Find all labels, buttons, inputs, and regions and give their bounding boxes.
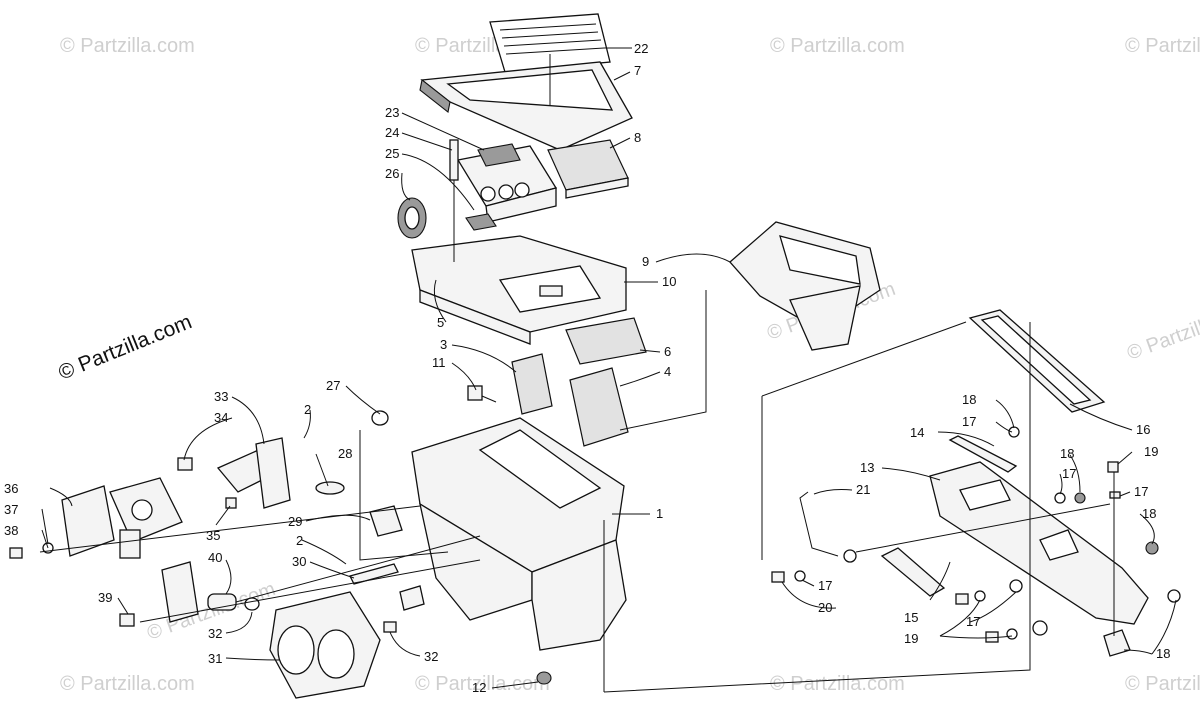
part-17-washer xyxy=(1008,426,1020,438)
part-carburetor xyxy=(109,477,183,559)
watermark: © Partzilla.com xyxy=(1124,298,1200,365)
callout-31: 31 xyxy=(208,651,222,666)
part-39-bolt xyxy=(119,561,199,627)
part-33-bracket xyxy=(177,437,291,509)
callout-18-c: 18 xyxy=(1142,506,1156,521)
part-29-clip xyxy=(369,505,403,537)
callout-17-c: 17 xyxy=(1134,484,1148,499)
part-27-washer xyxy=(371,410,389,426)
callout-4: 4 xyxy=(664,364,671,379)
part-40-spacer xyxy=(207,593,237,611)
callout-23: 23 xyxy=(385,105,399,120)
watermark: © Partzilla.com xyxy=(1125,673,1200,695)
part-14-rod xyxy=(948,435,1018,473)
callout-37: 37 xyxy=(4,502,18,517)
callout-35: 35 xyxy=(206,528,220,543)
callout-20: 20 xyxy=(818,600,832,615)
callout-17-d: 17 xyxy=(818,578,832,593)
part-32-plug-lower xyxy=(383,621,397,633)
callout-17-e: 17 xyxy=(966,614,980,629)
part-36-shield xyxy=(9,485,115,559)
callout-40: 40 xyxy=(208,550,222,565)
part-6-foam xyxy=(565,317,647,365)
callout-16: 16 xyxy=(1136,422,1150,437)
callout-2: 2 xyxy=(304,402,311,417)
callout-7: 7 xyxy=(634,63,641,78)
watermark: © Partzilla.com xyxy=(1125,35,1200,57)
callout-36: 36 xyxy=(4,481,18,496)
callouts: 22 7 23 8 24 25 26 9 10 5 6 3 11 4 27 33… xyxy=(4,41,1170,695)
callout-34: 34 xyxy=(214,410,228,425)
callout-28: 28 xyxy=(338,446,352,461)
part-22-label-plate xyxy=(489,13,611,73)
callout-17: 17 xyxy=(962,414,976,429)
callout-33: 33 xyxy=(214,389,228,404)
callout-26: 26 xyxy=(385,166,399,181)
callout-6: 6 xyxy=(664,344,671,359)
part-11-bolt xyxy=(467,385,497,403)
watermark: © Partzilla.com xyxy=(415,673,550,695)
callout-32-lower: 32 xyxy=(424,649,438,664)
callout-32: 32 xyxy=(208,626,222,641)
callout-10: 10 xyxy=(662,274,676,289)
callout-30: 30 xyxy=(292,554,306,569)
watermark: © Partzilla.com xyxy=(60,673,195,695)
callout-25: 25 xyxy=(385,146,399,161)
callout-19: 19 xyxy=(1144,444,1158,459)
assembly-lines xyxy=(39,54,1115,693)
part-21-rod xyxy=(799,491,839,557)
part-8-filter xyxy=(547,139,629,199)
callout-38: 38 xyxy=(4,523,18,538)
callout-27: 27 xyxy=(326,378,340,393)
leader-lines xyxy=(41,47,1177,689)
callout-17-b: 17 xyxy=(1062,466,1076,481)
part-12-plug xyxy=(536,671,552,685)
brand-caption: © Partzilla.com xyxy=(55,310,195,384)
callout-18-d: 18 xyxy=(1156,646,1170,661)
part-1-airbox xyxy=(411,417,627,651)
callout-21: 21 xyxy=(856,482,870,497)
part-24-module xyxy=(449,139,558,223)
callout-9: 9 xyxy=(642,254,649,269)
callout-11: 11 xyxy=(432,355,446,370)
callout-12: 12 xyxy=(472,680,486,695)
callout-22: 22 xyxy=(634,41,648,56)
callout-19-b: 19 xyxy=(904,631,918,646)
callout-1: 1 xyxy=(656,506,663,521)
callout-29: 29 xyxy=(288,514,302,529)
callout-18-b: 18 xyxy=(1060,446,1074,461)
watermark: © Partzilla.com xyxy=(770,35,905,57)
part-15-pad xyxy=(880,547,946,597)
part-26-grommet xyxy=(397,197,427,239)
part-16-gasket xyxy=(968,309,1106,413)
callout-24: 24 xyxy=(385,125,399,140)
part-35-bolt xyxy=(225,497,237,509)
watermark: © Partzilla.com xyxy=(770,673,905,695)
callout-18: 18 xyxy=(962,392,976,407)
callout-5: 5 xyxy=(437,315,444,330)
part-9-duct xyxy=(729,221,881,351)
part-4-foam xyxy=(569,367,629,447)
parts xyxy=(9,13,1181,699)
part-7-cover xyxy=(419,61,633,151)
part-32-plug xyxy=(244,597,260,611)
part-3-foam xyxy=(511,353,553,415)
callout-39: 39 xyxy=(98,590,112,605)
callout-2-lower: 2 xyxy=(296,533,303,548)
part-25-pad xyxy=(465,213,497,231)
part-13-duct xyxy=(929,461,1149,625)
watermark: © Partzilla.com xyxy=(60,35,195,57)
callout-8: 8 xyxy=(634,130,641,145)
callout-3: 3 xyxy=(440,337,447,352)
part-5-tray xyxy=(411,235,627,345)
callout-14: 14 xyxy=(910,425,924,440)
callout-13: 13 xyxy=(860,460,874,475)
part-30-strap xyxy=(349,563,399,585)
part-31-silencer xyxy=(269,591,381,699)
part-28-clamp xyxy=(315,481,345,495)
part-linkage xyxy=(399,585,425,611)
callout-15: 15 xyxy=(904,610,918,625)
